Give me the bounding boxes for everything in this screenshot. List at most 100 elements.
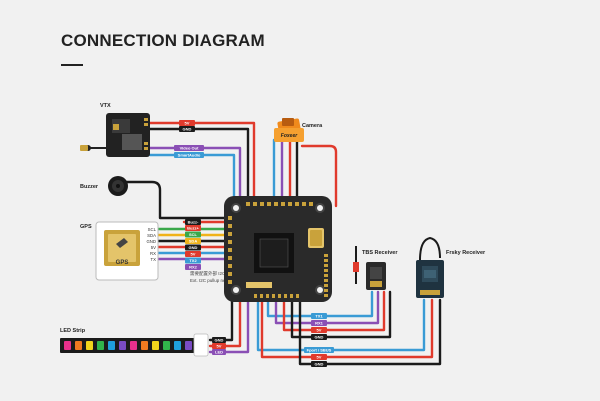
label-gps-scl: SCL bbox=[189, 232, 198, 237]
solder-pad bbox=[324, 294, 328, 297]
solder-pad bbox=[290, 294, 293, 298]
led-pixel bbox=[130, 341, 137, 350]
camera-module: Camera Foxeer bbox=[274, 118, 323, 142]
flight-controller bbox=[224, 196, 332, 302]
solder-pad bbox=[228, 264, 232, 268]
gps-pin-label: RX bbox=[150, 251, 156, 256]
tbs-receiver: TBS Receiver bbox=[353, 246, 398, 290]
wire-frsky-sbus bbox=[256, 298, 426, 352]
frsky-label: Frsky Receiver bbox=[446, 250, 486, 256]
solder-pad bbox=[246, 202, 250, 206]
label-vtx-5v: 5V bbox=[185, 121, 190, 126]
led-strip: LED Strip bbox=[60, 328, 209, 357]
wire-led-gnd bbox=[208, 298, 234, 342]
label-gps-5v: 5V bbox=[191, 252, 196, 257]
solder-pad bbox=[324, 279, 328, 282]
gps-pin-label: GND bbox=[146, 239, 156, 244]
gps-pin-label: SDA bbox=[147, 233, 156, 238]
solder-pad bbox=[324, 259, 328, 262]
led-pixel bbox=[119, 341, 126, 350]
wire-cam-loop-red bbox=[300, 144, 338, 208]
gps-pin-label: SCL bbox=[148, 227, 157, 232]
gps-note-en: Ext. I2C pullup needed bbox=[190, 278, 236, 283]
led-pixel bbox=[75, 341, 82, 350]
solder-pad bbox=[284, 294, 287, 298]
label-video-out: Video Out bbox=[180, 146, 199, 151]
solder-pad bbox=[274, 202, 278, 206]
solder-pad bbox=[302, 202, 306, 206]
led-pixel bbox=[163, 341, 170, 350]
wire-buzzer-black bbox=[118, 180, 226, 220]
solder-pad bbox=[228, 216, 232, 220]
solder-pad bbox=[324, 254, 328, 257]
solder-pad bbox=[324, 274, 328, 277]
tbs-label: TBS Receiver bbox=[362, 250, 398, 256]
solder-pad bbox=[260, 294, 263, 298]
solder-pad bbox=[324, 284, 328, 287]
solder-pad bbox=[324, 264, 328, 267]
solder-pad bbox=[324, 289, 328, 292]
title-underline bbox=[61, 64, 83, 66]
solder-pad bbox=[278, 294, 281, 298]
solder-pad bbox=[228, 224, 232, 228]
page-title: CONNECTION DIAGRAM bbox=[61, 31, 265, 50]
label-gps-tx: TX2 bbox=[189, 258, 197, 263]
label-frsky-gnd: GND bbox=[315, 362, 324, 367]
label-smartaudio: SmartAudio bbox=[178, 153, 201, 158]
led-strip-label: LED Strip bbox=[60, 328, 86, 334]
wire-frsky-gnd bbox=[298, 298, 442, 366]
solder-pad bbox=[260, 202, 264, 206]
camera-label: Camera bbox=[302, 123, 323, 129]
led-pixel bbox=[174, 341, 181, 350]
label-led-5v: 5V bbox=[217, 344, 222, 349]
label-gps-rx: RX2 bbox=[189, 265, 198, 270]
camera-brand-logo: Foxeer bbox=[281, 133, 298, 139]
solder-pad bbox=[228, 272, 232, 276]
solder-pad bbox=[324, 269, 328, 272]
label-gps-gnd: GND bbox=[189, 245, 198, 250]
solder-pad bbox=[228, 232, 232, 236]
label-buzzer-pos: Buzz+ bbox=[187, 226, 199, 231]
buzzer: Buzzer bbox=[80, 176, 128, 196]
solder-pad bbox=[228, 280, 232, 284]
vtx-label: VTX bbox=[100, 103, 111, 109]
solder-pad bbox=[228, 256, 232, 260]
gps-label: GPS bbox=[80, 224, 92, 230]
solder-pad bbox=[272, 294, 275, 298]
solder-pad bbox=[296, 294, 299, 298]
led-pixel bbox=[86, 341, 93, 350]
label-tbs-rx: RX1 bbox=[315, 321, 324, 326]
label-tbs-gnd: GND bbox=[315, 335, 324, 340]
solder-pad bbox=[288, 202, 292, 206]
solder-pad bbox=[228, 240, 232, 244]
label-gps-sda: SDA bbox=[189, 239, 198, 244]
solder-pad bbox=[253, 202, 257, 206]
label-frsky-5v: 5V bbox=[317, 355, 322, 360]
solder-pad bbox=[295, 202, 299, 206]
solder-pad bbox=[254, 294, 257, 298]
solder-pad bbox=[266, 294, 269, 298]
buzzer-label: Buzzer bbox=[80, 184, 99, 190]
vtx-module: VTX bbox=[80, 103, 150, 157]
led-pixel bbox=[152, 341, 159, 350]
label-frsky-sbus: Fport / SBUS bbox=[307, 348, 332, 353]
frsky-receiver: Frsky Receiver bbox=[416, 236, 486, 298]
led-pixel bbox=[141, 341, 148, 350]
label-led-gnd: GND bbox=[215, 338, 224, 343]
label-tbs-5v: 5V bbox=[317, 328, 322, 333]
gps-note-cn: 需要配置外部 I2C 上拉 bbox=[190, 270, 236, 277]
solder-pad bbox=[267, 202, 271, 206]
gps-pin-label: 5V bbox=[151, 245, 156, 250]
solder-pad bbox=[281, 202, 285, 206]
label-tbs-tx: TX1 bbox=[315, 314, 323, 319]
led-pixel bbox=[108, 341, 115, 350]
solder-pad bbox=[309, 202, 313, 206]
led-pixel bbox=[97, 341, 104, 350]
label-led-led: LED bbox=[215, 350, 223, 355]
led-pixel bbox=[64, 341, 71, 350]
wire-frsky-5v bbox=[260, 298, 434, 359]
wire-smartaudio bbox=[148, 153, 236, 202]
wire-tbs-5v bbox=[282, 290, 386, 332]
